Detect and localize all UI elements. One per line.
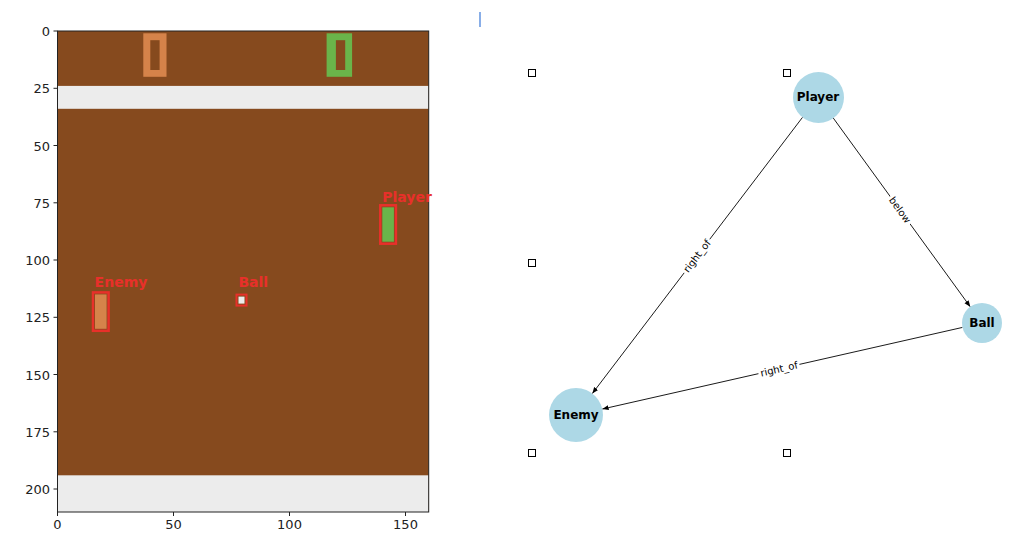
node-label: Enemy [553,408,598,422]
axes [54,31,429,516]
tick-label: 100 [25,254,50,267]
tick-label: 100 [277,518,302,531]
game-image [58,31,429,512]
edge-label: right_of [680,236,714,276]
object-label: Ball [238,275,268,289]
tick-label: 150 [393,518,418,531]
object-label: Enemy [95,275,148,289]
graph-node: Ball [962,303,1002,343]
edge-label: right_of [757,359,801,379]
tick-label: 0 [42,25,50,38]
graph-node: Player [793,72,844,123]
tick-label: 50 [165,518,182,531]
relation-arrow [833,118,970,307]
tick-label: 150 [25,368,50,381]
node-label: Player [797,90,840,104]
tick-label: 25 [33,82,50,95]
layout-markers [529,70,791,457]
tick-label: 175 [25,425,50,438]
relation-arrow [592,117,802,393]
graph-node: Enemy [549,388,603,442]
tick-label: 75 [33,196,50,209]
tick-label: 125 [25,311,50,324]
node-label: Ball [969,316,994,330]
cursor-mark [479,12,480,27]
edge-label: below [886,193,915,227]
tick-label: 50 [33,139,50,152]
tick-label: 200 [25,483,50,496]
relation-arrow [602,327,962,409]
object-label: Player [382,190,432,204]
tick-label: 0 [53,518,61,531]
